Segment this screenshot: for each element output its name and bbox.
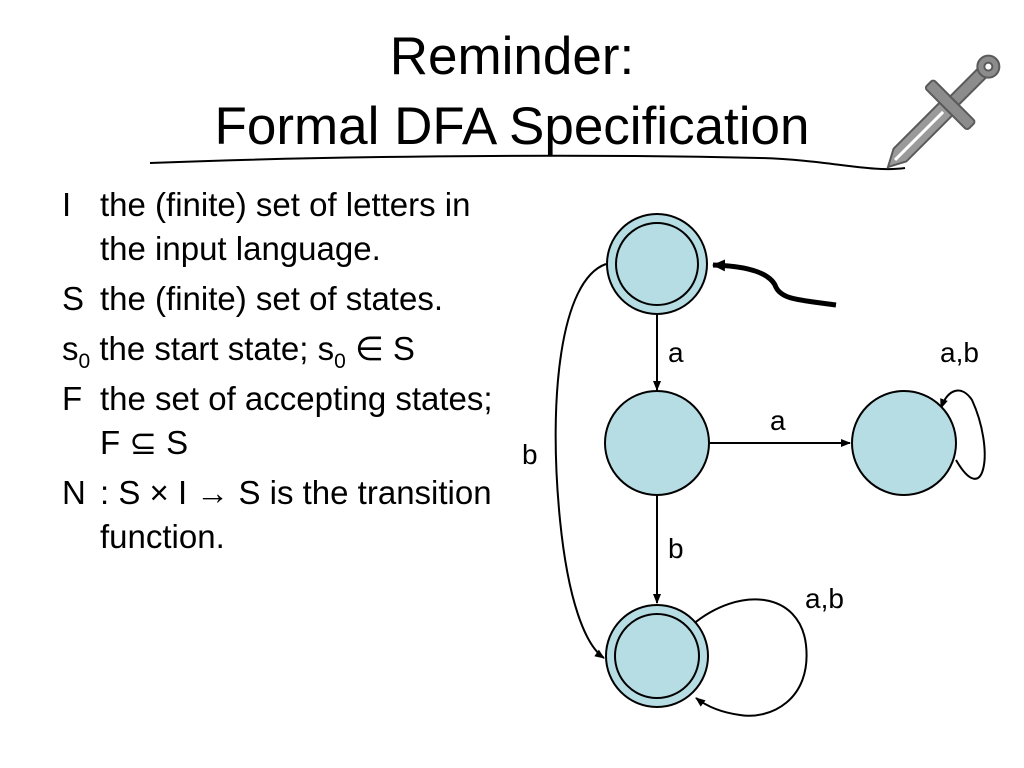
definition-text: the (finite) set of letters in the input… <box>100 186 471 267</box>
definition-text: : S × I → S is the transition function. <box>100 474 492 555</box>
definition-list: I the (finite) set of letters in the inp… <box>62 183 502 565</box>
state-middle <box>604 390 710 496</box>
slide-title: Reminder: Formal DFA Specification <box>0 22 1024 162</box>
label-middle-sink: a <box>770 405 786 436</box>
state-sink <box>851 390 957 496</box>
title-line-2: Formal DFA Specification <box>214 97 810 156</box>
title-line-1: Reminder: <box>389 27 635 86</box>
definition-symbol: S <box>62 280 85 317</box>
definition-symbol: s <box>62 330 79 367</box>
initial-state-arrow <box>712 259 837 308</box>
label-start-final: b <box>522 439 538 470</box>
definition-symbol: N <box>62 474 86 511</box>
definition-start-state: s0 the start state; s0 ∈ S <box>62 327 502 373</box>
state-final <box>605 604 709 708</box>
state-start <box>606 213 708 315</box>
definition-transition-function: N : S × I → S is the transition function… <box>62 471 502 559</box>
definition-text: the (finite) set of states. <box>100 280 443 317</box>
definition-text: the set of accepting states; F ⊆ S <box>100 380 493 461</box>
definition-text-subscript: 0 <box>334 350 346 373</box>
definition-states: S the (finite) set of states. <box>62 277 502 321</box>
transition-sink-self-loop <box>940 389 986 480</box>
definition-text: the start state; s <box>90 330 335 367</box>
definition-text-end: ∈ S <box>345 330 415 367</box>
definition-accepting-states: F the set of accepting states; F ⊆ S <box>62 377 502 465</box>
label-start-middle: a <box>668 337 684 368</box>
transition-start-final <box>554 263 607 659</box>
label-final-loop: a,b <box>805 583 844 614</box>
definition-input-alphabet: I the (finite) set of letters in the inp… <box>62 183 502 271</box>
transition-final-self-loop <box>691 598 808 717</box>
definition-symbol-subscript: 0 <box>78 350 91 373</box>
definition-symbol: I <box>62 186 72 223</box>
definition-symbol: F <box>62 380 83 417</box>
label-middle-final: b <box>668 533 684 564</box>
label-sink-loop: a,b <box>940 337 979 368</box>
